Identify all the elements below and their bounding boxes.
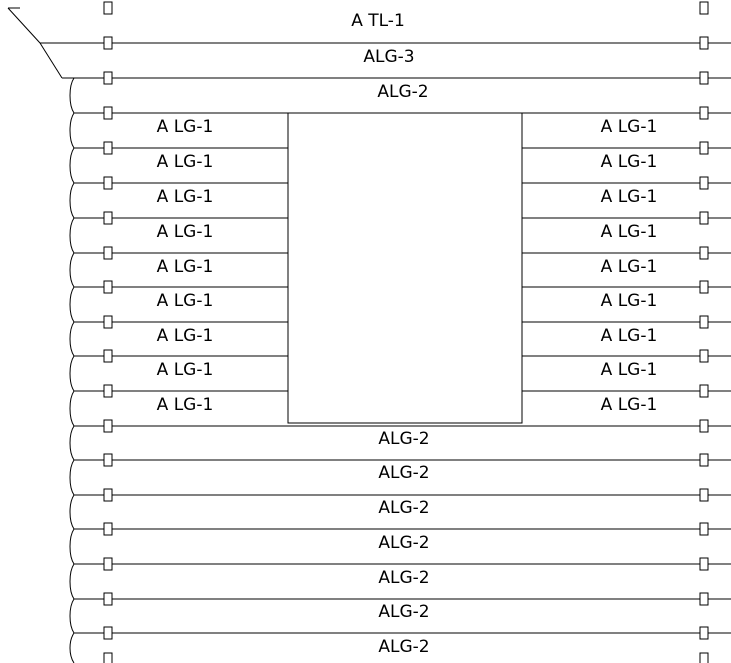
right-split-label-1: A LG-1 [601, 117, 658, 137]
left-edge-bracket [69, 528, 75, 565]
left-mount-handle [103, 488, 113, 502]
left-edge-bracket [69, 286, 75, 323]
top-row-2-label: ALG-3 [363, 47, 414, 67]
right-mount-handle [699, 280, 709, 294]
right-mount-handle [699, 71, 709, 85]
bottom-row-7-label: ALG-2 [378, 637, 429, 657]
right-mount-handle [699, 141, 709, 155]
left-mount-handle [103, 246, 113, 260]
left-mount-handle [103, 652, 113, 663]
right-mount-handle [699, 419, 709, 433]
left-split-label-1: A LG-1 [157, 117, 214, 137]
bottom-row-3-label: ALG-2 [378, 498, 429, 518]
right-mount-handle [699, 246, 709, 260]
right-split-label-3: A LG-1 [601, 187, 658, 207]
left-mount-handle [103, 1, 113, 15]
left-edge-bracket [69, 494, 75, 530]
left-split-label-4: A LG-1 [157, 222, 214, 242]
right-mount-handle [699, 652, 709, 663]
right-mount-handle [699, 211, 709, 225]
left-edge-bracket [69, 217, 75, 254]
right-split-label-6: A LG-1 [601, 291, 658, 311]
right-split-label-5: A LG-1 [601, 257, 658, 277]
left-edge-bracket [69, 182, 75, 219]
second-row-left-slant [39, 42, 63, 79]
left-split-label-2: A LG-1 [157, 152, 214, 172]
left-split-label-5: A LG-1 [157, 257, 214, 277]
right-mount-handle [699, 592, 709, 606]
right-mount-handle [699, 315, 709, 329]
left-edge-bracket [69, 252, 75, 288]
right-split-label-7: A LG-1 [601, 326, 658, 346]
right-mount-handle [699, 106, 709, 120]
bottom-row-1-label: ALG-2 [378, 429, 429, 449]
right-mount-handle [699, 36, 709, 50]
left-mount-handle [103, 453, 113, 467]
left-edge-bracket [69, 598, 75, 634]
left-mount-handle [103, 592, 113, 606]
diagram-lines [7, 1, 731, 663]
left-split-label-7: A LG-1 [157, 326, 214, 346]
right-mount-handle [699, 453, 709, 467]
left-edge-bracket [69, 425, 75, 461]
left-mount-handle [103, 349, 113, 363]
right-mount-handle [699, 522, 709, 536]
left-mount-handle [103, 419, 113, 433]
right-mount-handle [699, 488, 709, 502]
right-mount-handle [699, 349, 709, 363]
top-row-3-label: ALG-2 [377, 82, 428, 102]
right-split-label-4: A LG-1 [601, 222, 658, 242]
top-row-left-slant [7, 7, 41, 44]
bottom-row-5-label: ALG-2 [378, 568, 429, 588]
left-split-label-9: A LG-1 [157, 395, 214, 415]
left-mount-handle [103, 280, 113, 294]
right-mount-handle [699, 557, 709, 571]
left-mount-handle [103, 36, 113, 50]
right-mount-handle [699, 384, 709, 398]
left-mount-handle [103, 557, 113, 571]
left-mount-handle [103, 211, 113, 225]
left-mount-handle [103, 141, 113, 155]
left-edge-bracket [69, 321, 75, 357]
left-split-label-8: A LG-1 [157, 360, 214, 380]
left-mount-handle [103, 384, 113, 398]
left-mount-handle [103, 106, 113, 120]
bottom-row-4-label: ALG-2 [378, 533, 429, 553]
left-edge-bracket [69, 563, 75, 600]
left-split-label-3: A LG-1 [157, 187, 214, 207]
right-mount-handle [699, 626, 709, 640]
bottom-row-6-label: ALG-2 [378, 602, 429, 622]
top-row-1-label: A TL-1 [351, 11, 405, 31]
left-mount-handle [103, 315, 113, 329]
right-mount-handle [699, 1, 709, 15]
left-mount-handle [103, 176, 113, 190]
left-edge-bracket [69, 632, 75, 663]
left-mount-handle [103, 626, 113, 640]
left-edge-bracket [69, 459, 75, 496]
right-mount-handle [699, 176, 709, 190]
bottom-row-2-label: ALG-2 [378, 463, 429, 483]
left-edge-bracket [69, 112, 75, 149]
left-edge-bracket [69, 147, 75, 184]
left-mount-handle [103, 71, 113, 85]
left-edge-bracket [69, 355, 75, 392]
left-split-label-6: A LG-1 [157, 291, 214, 311]
left-edge-bracket [69, 390, 75, 427]
right-split-label-2: A LG-1 [601, 152, 658, 172]
left-mount-handle [103, 522, 113, 536]
right-split-label-8: A LG-1 [601, 360, 658, 380]
diagram-labels: A TL-1 ALG-3 ALG-2 A LG-1 A LG-1 A LG-1 … [157, 11, 658, 657]
center-empty-box [287, 112, 523, 424]
right-split-label-9: A LG-1 [601, 395, 658, 415]
left-edge-bracket [69, 77, 75, 114]
